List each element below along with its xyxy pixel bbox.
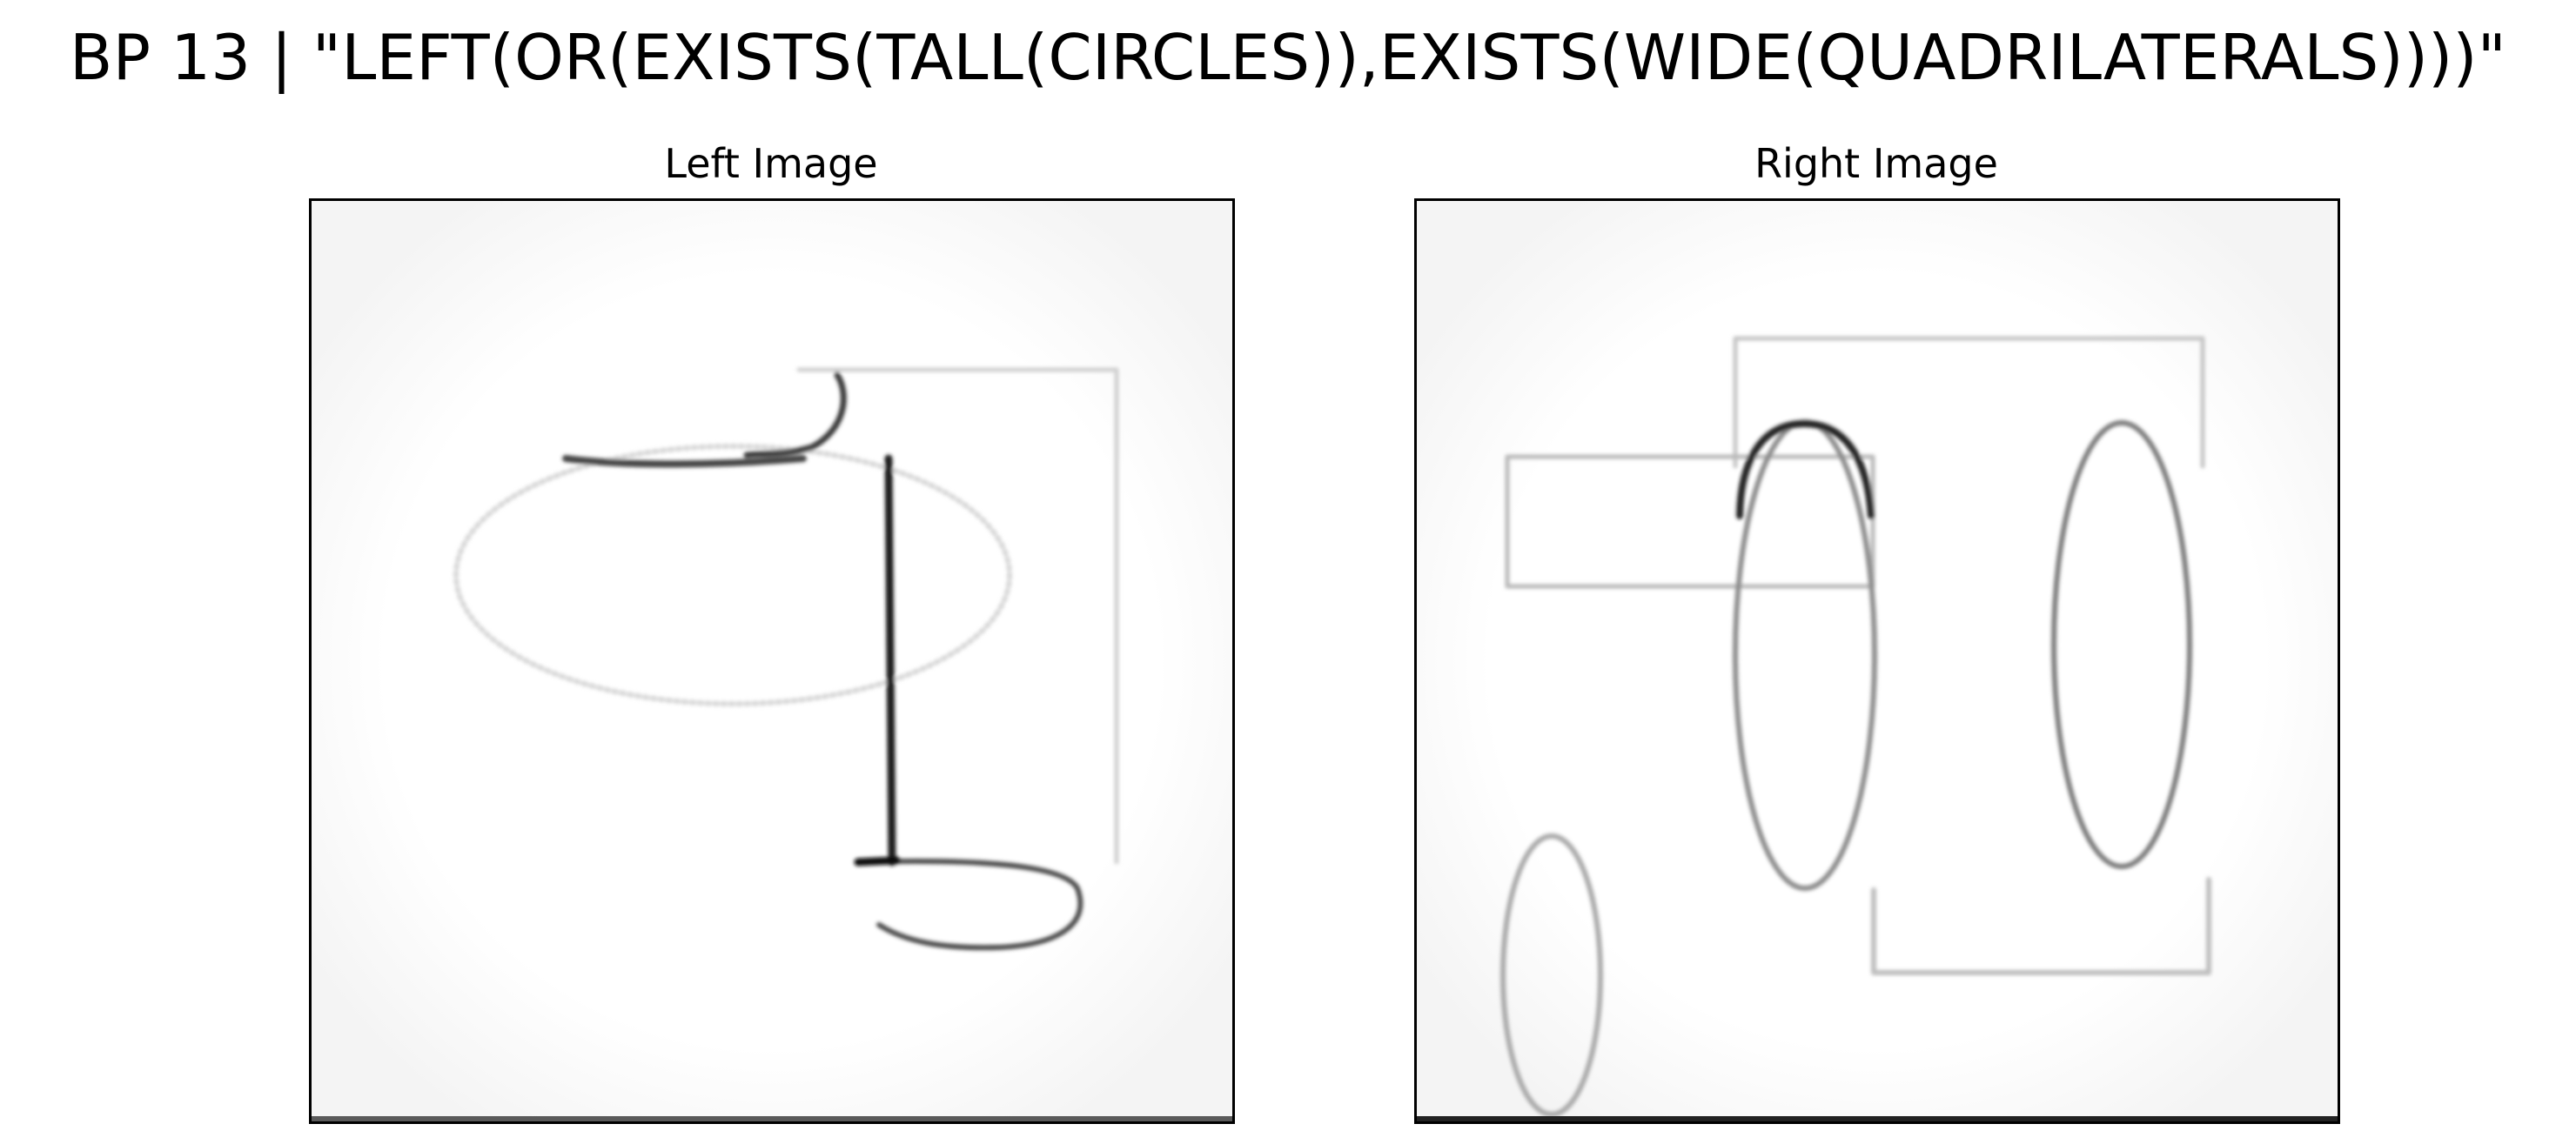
- horizontal-stroke: [562, 455, 807, 468]
- right-background: [1417, 201, 2338, 1121]
- right-bottom-edge: [1417, 1116, 2338, 1121]
- left-bottom-edge: [312, 1116, 1232, 1121]
- left-panel-title: Left Image: [664, 140, 878, 187]
- hook-stroke: [743, 371, 847, 458]
- wide-rectangle-shape: [1505, 454, 1875, 589]
- figure-title: BP 13 | "LEFT(OR(EXISTS(TALL(CIRCLES)),E…: [69, 21, 2507, 94]
- right-panel-title: Right Image: [1754, 140, 1998, 187]
- vertical-stroke: [884, 454, 896, 866]
- left-background: [312, 201, 1232, 1121]
- faint-rectangle-shape: [796, 367, 1119, 865]
- right-image-drawing: [1417, 201, 2338, 1121]
- left-image-frame: [309, 198, 1235, 1124]
- left-image-drawing: [312, 201, 1232, 1121]
- faint-ellipse-shape: [453, 444, 1012, 706]
- right-ellipse-shape: [2051, 420, 2192, 869]
- small-ellipse-shape: [1500, 833, 1603, 1117]
- right-image-frame: [1414, 198, 2340, 1124]
- bottom-joint-stroke: [854, 856, 901, 866]
- bottom-rectangle-shape: [1871, 877, 2211, 975]
- dark-arch-stroke: [1736, 420, 1875, 519]
- bottom-loop-stroke: [855, 858, 1083, 951]
- top-rectangle-shape: [1733, 336, 2205, 469]
